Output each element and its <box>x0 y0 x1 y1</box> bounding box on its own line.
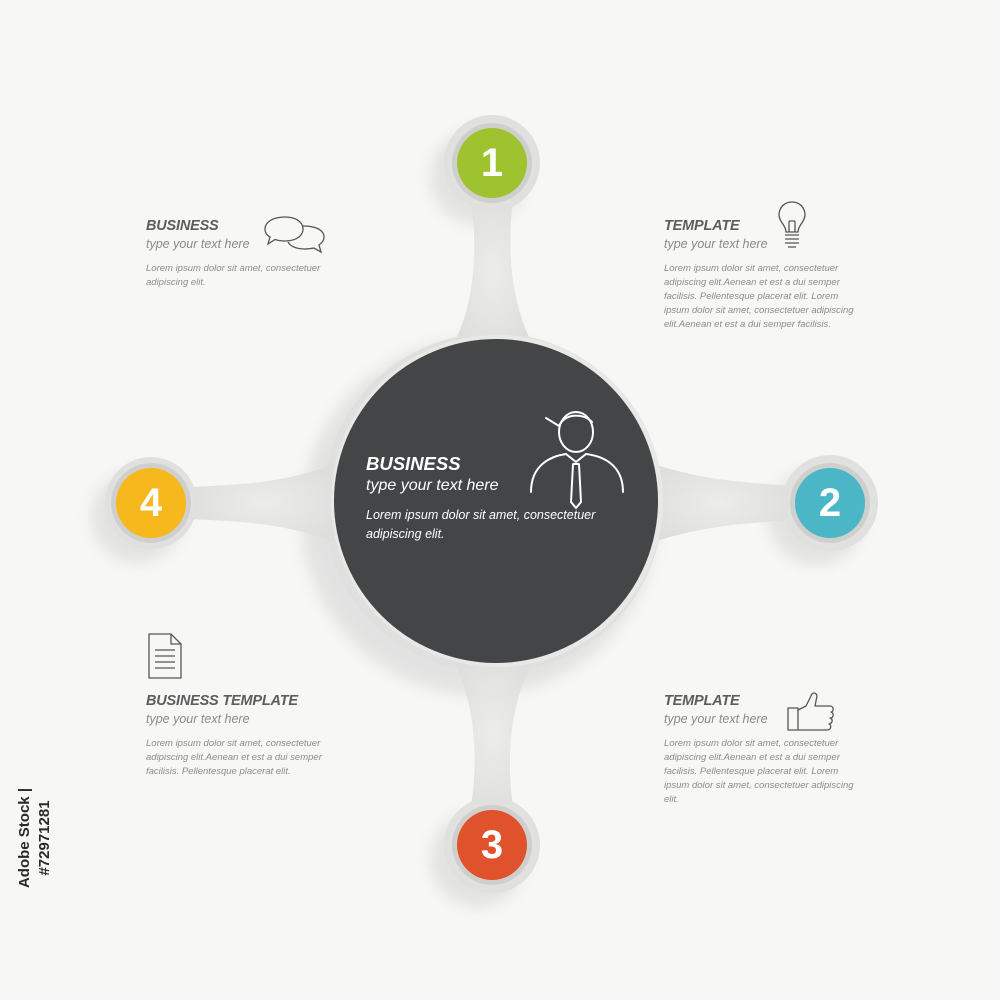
center-body: Lorem ipsum dolor sit amet, consectetuer… <box>366 508 596 541</box>
block-subtitle: type your text here <box>146 237 250 251</box>
block-subtitle: type your text here <box>664 237 768 251</box>
step-2-badge: 2 <box>795 468 865 538</box>
business-block: BUSINESS type your text here Lorem ipsum… <box>146 218 346 290</box>
speech-bubbles-icon <box>264 216 325 254</box>
template-block-2: TEMPLATE type your text here Lorem ipsum… <box>664 693 874 807</box>
block-subtitle: type your text here <box>664 712 768 726</box>
step-number: 3 <box>480 822 504 867</box>
businessman-icon <box>530 411 624 509</box>
center-text-block: BUSINESS type your text here Lorem ipsum… <box>366 453 636 544</box>
step-1-badge: 1 <box>457 128 527 198</box>
step-4-badge: 4 <box>116 468 186 538</box>
watermark-id: #72971281 <box>36 800 53 876</box>
block-body: Lorem ipsum dolor sit amet, consectetuer… <box>146 738 322 777</box>
document-icon <box>148 633 182 679</box>
block-title: TEMPLATE <box>664 218 740 234</box>
block-body: Lorem ipsum dolor sit amet, consectetuer… <box>664 738 854 805</box>
step-number: 4 <box>139 480 163 525</box>
stock-image-id: Adobe Stock | #72971281 <box>16 787 53 889</box>
step-number: 2 <box>818 480 842 525</box>
center-title: BUSINESS <box>366 453 461 474</box>
block-title: BUSINESS <box>146 218 219 234</box>
center-subtitle: type your text here <box>366 477 499 494</box>
watermark-text: Adobe Stock <box>16 796 33 889</box>
thumbs-up-icon <box>787 692 834 731</box>
block-body: Lorem ipsum dolor sit amet, consectetuer… <box>664 263 854 330</box>
step-3-badge: 3 <box>457 810 527 880</box>
template-block: TEMPLATE type your text here Lorem ipsum… <box>664 218 874 332</box>
center-disc <box>334 339 658 663</box>
business-template-block: BUSINESS TEMPLATE type your text here Lo… <box>146 693 346 779</box>
block-title: BUSINESS TEMPLATE <box>146 693 298 709</box>
step-number: 1 <box>480 140 504 185</box>
block-body: Lorem ipsum dolor sit amet, consectetuer… <box>146 263 321 288</box>
block-subtitle: type your text here <box>146 712 250 726</box>
lightbulb-icon <box>778 201 806 248</box>
block-title: TEMPLATE <box>664 693 740 709</box>
